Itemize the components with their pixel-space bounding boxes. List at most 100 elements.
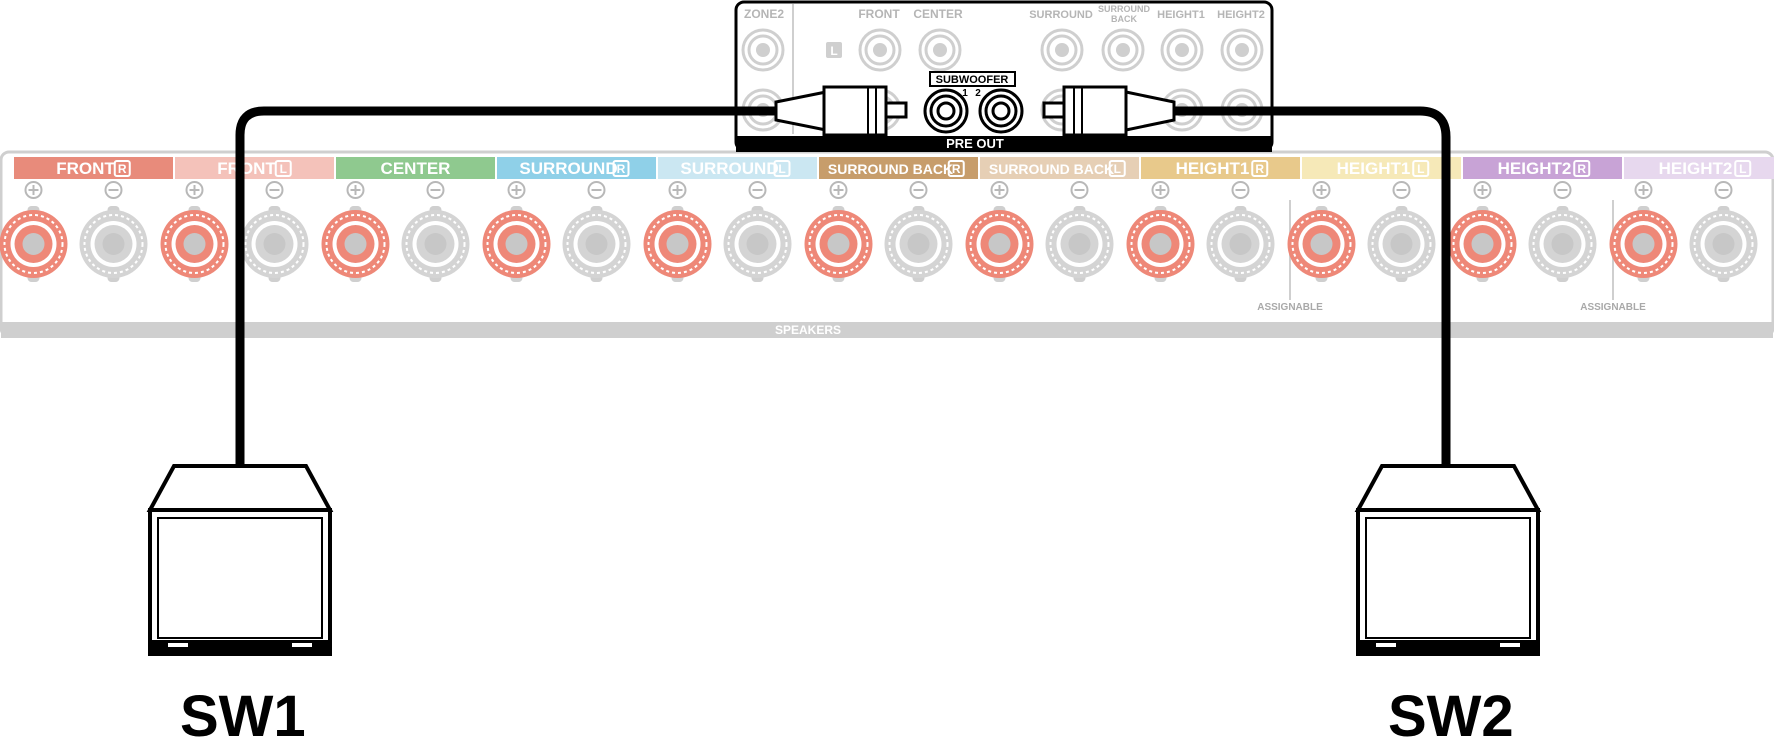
badge-box	[1108, 160, 1126, 177]
front-label: FRONT	[858, 7, 900, 21]
negative-terminal	[561, 181, 632, 283]
pre-out-label: PRE OUT	[946, 136, 1004, 151]
zone2-jack-1	[741, 28, 785, 72]
badge-text: R	[1255, 162, 1264, 176]
speaker-terminals	[0, 181, 1759, 283]
negative-terminal	[1366, 181, 1437, 283]
badge-box	[1573, 160, 1591, 177]
front-jack	[858, 28, 902, 72]
terminal-label-text: HEIGHT2	[1498, 159, 1572, 178]
positive-terminal	[1608, 181, 1679, 283]
badge-box	[1412, 160, 1430, 177]
subwoofer-label: SUBWOOFER	[936, 74, 1009, 86]
sw2-label: SW2	[1388, 684, 1514, 749]
positive-terminal	[1286, 181, 1357, 283]
terminal-label-text: HEIGHT2	[1659, 159, 1733, 178]
positive-terminal	[964, 181, 1035, 283]
speakers-label: SPEAKERS	[775, 323, 841, 337]
terminal-label-8: HEIGHT1 R	[1141, 157, 1300, 179]
badge-text: R	[617, 162, 626, 176]
subwoofer-jack-1	[923, 88, 969, 134]
center-label: CENTER	[913, 7, 963, 21]
badge-text: L	[280, 162, 287, 176]
terminal-label-text: HEIGHT1	[1337, 159, 1411, 178]
positive-terminal	[642, 181, 713, 283]
terminal-label-10: HEIGHT2 R	[1463, 157, 1622, 179]
badge-box	[113, 160, 131, 177]
l-badge-text: L	[830, 44, 837, 58]
terminal-label-text: HEIGHT1	[1176, 159, 1250, 178]
terminal-label-text: FRONT	[217, 159, 276, 178]
badge-text: R	[118, 162, 127, 176]
badge-box	[947, 160, 965, 177]
surround-label: SURROUND	[1029, 9, 1093, 21]
rca-plug-2	[1042, 85, 1176, 137]
badge-text: L	[1739, 162, 1746, 176]
badge-text: L	[778, 162, 785, 176]
terminal-label-9: HEIGHT1 L	[1302, 157, 1461, 179]
rca-plug-1	[774, 85, 908, 137]
badge-box	[612, 160, 630, 177]
terminal-label-2: FRONT L	[175, 157, 334, 179]
negative-terminal	[1044, 181, 1115, 283]
positive-terminal	[0, 181, 69, 283]
terminal-label-text: SURROUND	[519, 159, 617, 178]
positive-terminal	[159, 181, 230, 283]
terminal-label-3: CENTER	[336, 157, 495, 179]
subwoofer-number-2: 2	[975, 88, 981, 99]
assignable-label-2: ASSIGNABLE	[1580, 302, 1646, 313]
l-badge	[826, 42, 842, 58]
subwoofer-sw1	[146, 464, 334, 656]
surround-jack	[1040, 28, 1084, 72]
assignable-label-1: ASSIGNABLE	[1257, 302, 1323, 313]
badge-text: R	[1577, 162, 1586, 176]
subwoofer-label-box	[929, 71, 1016, 87]
positive-terminal	[803, 181, 874, 283]
subwoofer-jack-2	[978, 88, 1024, 134]
negative-terminal	[400, 181, 471, 283]
positive-terminal	[481, 181, 552, 283]
badge-box	[773, 160, 791, 177]
negative-terminal	[1527, 181, 1598, 283]
negative-terminal	[1205, 181, 1276, 283]
subwoofer-number-1: 1	[962, 88, 968, 99]
positive-terminal	[1125, 181, 1196, 283]
height2-label: HEIGHT2	[1217, 9, 1265, 21]
positive-terminal	[320, 181, 391, 283]
subwoofer-sw2	[1354, 464, 1542, 656]
terminal-label-text: CENTER	[381, 159, 451, 178]
cable-sw1	[235, 106, 790, 470]
negative-terminal	[78, 181, 149, 283]
negative-terminal	[883, 181, 954, 283]
badge-box	[274, 160, 292, 177]
terminal-label-11: HEIGHT2 L	[1624, 157, 1774, 179]
height1-jack	[1160, 28, 1204, 72]
terminal-label-text: SURROUND	[680, 159, 778, 178]
height2-jack	[1220, 28, 1264, 72]
terminal-label-text: FRONT	[56, 159, 115, 178]
cable-sw2	[1168, 106, 1451, 470]
badge-box	[1251, 160, 1269, 177]
negative-terminal	[1688, 181, 1759, 283]
center-jack	[918, 28, 962, 72]
negative-terminal	[239, 181, 310, 283]
negative-terminal	[722, 181, 793, 283]
badge-text: R	[952, 162, 961, 176]
badge-text: L	[1417, 162, 1424, 176]
zone2-label: ZONE2	[744, 7, 784, 21]
terminal-label-text: SURROUND BACK	[989, 161, 1114, 177]
subwoofer-cables	[235, 106, 1451, 470]
sw1-label: SW1	[180, 684, 306, 749]
terminal-label-text: SURROUND BACK	[828, 161, 953, 177]
height1-label: HEIGHT1	[1157, 9, 1205, 21]
surround-back-jack	[1101, 28, 1145, 72]
badge-text: L	[1114, 162, 1121, 176]
